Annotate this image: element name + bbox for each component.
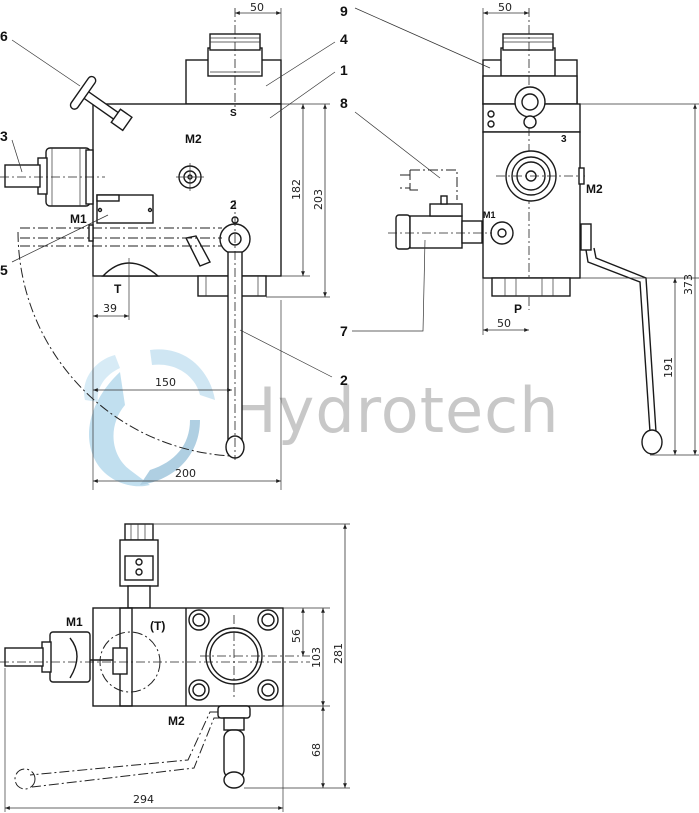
side-view — [388, 8, 663, 455]
dim-h56: 56 — [290, 629, 303, 643]
port-t-label: T — [114, 282, 122, 296]
dim-w39: 39 — [103, 302, 117, 315]
dim-h103: 103 — [310, 647, 323, 668]
top-port-m2-label: M2 — [168, 714, 185, 728]
dim-w150: 150 — [155, 376, 176, 389]
dim-h203: 203 — [312, 189, 325, 210]
top-view-dimensions: 56 103 281 68 294 — [4, 523, 350, 812]
side-dim-bottom-width: 50 — [497, 317, 511, 330]
side-view-labels: 3 M2 M1 P 9 8 7 — [340, 3, 603, 339]
front-view — [0, 8, 282, 460]
dim-w294: 294 — [133, 793, 154, 806]
dim-top-width: 50 — [250, 1, 264, 14]
front-view-dimensions: 50 182 203 39 150 200 — [92, 1, 330, 490]
side-dim-h191: 191 — [662, 357, 675, 378]
top-port-t-label: (T) — [150, 619, 165, 633]
main-block — [92, 103, 282, 277]
callout-2-front: 2 — [340, 372, 348, 388]
port-p-label: P — [514, 302, 522, 316]
top-view-labels: M1 (T) M2 — [66, 615, 185, 728]
dim-h68: 68 — [310, 743, 323, 757]
callout-8: 8 — [340, 95, 348, 111]
callout-4: 4 — [340, 31, 348, 47]
callout-3: 3 — [0, 128, 8, 144]
side-dim-h373: 373 — [682, 274, 695, 295]
side-port-m2-label: M2 — [586, 182, 603, 196]
port-s-label: S — [230, 108, 237, 119]
watermark-logo-icon — [84, 349, 215, 487]
watermark-text: Hydrotech — [230, 374, 560, 447]
side-dim-top-width: 50 — [498, 1, 512, 14]
top-view — [0, 523, 310, 790]
callout-7: 7 — [340, 323, 348, 339]
position-3-label: 3 — [561, 134, 567, 145]
callout-5: 5 — [0, 262, 8, 278]
callout-9: 9 — [340, 3, 348, 19]
port-m2-label: M2 — [185, 132, 202, 146]
port-m1-label: M1 — [70, 212, 87, 226]
side-port-m1-label: M1 — [483, 210, 496, 220]
side-view-dimensions: 50 373 191 50 — [482, 1, 699, 456]
dim-h182: 182 — [290, 179, 303, 200]
dim-w200: 200 — [175, 467, 196, 480]
position-2-label: 2 — [230, 198, 237, 212]
top-port-m1-label: M1 — [66, 615, 83, 629]
callout-1: 1 — [340, 62, 348, 78]
callout-6: 6 — [0, 28, 8, 44]
front-view-labels: M2 S 2 M1 T 6 3 5 4 1 2 — [0, 28, 348, 388]
dim-h281: 281 — [332, 643, 345, 664]
